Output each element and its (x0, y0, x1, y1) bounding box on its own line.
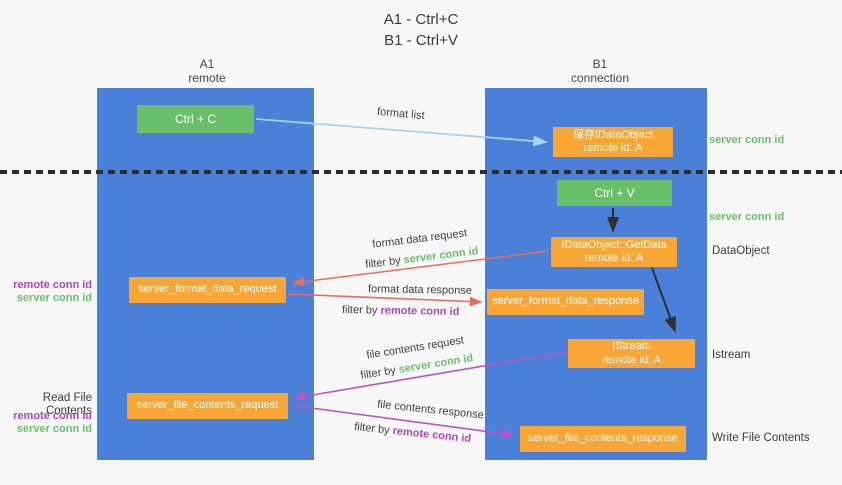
node-idataobject-getdata: IDataObject::GetData remote id: A (551, 237, 677, 267)
label-write-file-contents: Write File Contents (712, 432, 810, 444)
node-save-idataobject: 保存IDataObject remote id: A (553, 127, 673, 157)
label-conn-ids-left-1: remote conn id server conn id (4, 279, 92, 305)
label-remote-conn-id-left-1: remote conn id (13, 279, 92, 291)
getdata-line2: remote id: A (584, 252, 644, 264)
server-file-contents-response-label: server_file_contents_response (528, 432, 678, 445)
server-file-contents-request-label: server_file_contents_request (136, 399, 279, 412)
node-server-file-contents-request: server_file_contents_request (127, 393, 288, 419)
label-read-file-contents: Read File Contents (42, 392, 92, 417)
server-format-data-response-label: server_format_data_response (492, 295, 639, 308)
filter-value-server-conn-id: server conn id (402, 245, 480, 267)
label-server-conn-id-left-1: server conn id (16, 292, 92, 304)
label-dataobject: DataObject (712, 245, 770, 257)
column-b1-name: B1 (592, 57, 608, 71)
node-ctrl-v: Ctrl + V (557, 180, 672, 206)
diagram-title: A1 - Ctrl+C B1 - Ctrl+V (330, 9, 512, 51)
label-server-conn-id-right-2: server conn id (709, 211, 785, 223)
save-idataobject-line2: remote id: A (583, 142, 643, 154)
ctrl-v-label: Ctrl + V (594, 186, 635, 200)
filter-value-remote-conn-id: remote conn id (380, 304, 460, 319)
save-idataobject-line1: 保存IDataObject (572, 128, 654, 141)
server-format-data-request-label: server_format_data_request (138, 283, 277, 296)
istream-line2: remote id: A (602, 353, 661, 366)
column-a1-subtitle: remote (188, 71, 226, 85)
filter-value-server-conn-id: server conn id (397, 352, 474, 376)
label-file-contents-response: file contents response (376, 398, 485, 422)
node-server-format-data-request: server_format_data_request (129, 277, 286, 303)
label-format-list: format list (376, 105, 426, 123)
filter-prefix: filter by (359, 363, 400, 382)
istream-line1: IStream (612, 340, 651, 352)
ctrl-c-label: Ctrl + C (174, 112, 216, 126)
column-b1-header: B1 connection (540, 57, 660, 85)
node-ctrl-c: Ctrl + C (137, 105, 254, 133)
label-server-conn-id-left-2: server conn id (16, 423, 92, 435)
label-filter-by-remote-conn-id-2: filter by remote conn id (354, 421, 472, 445)
column-b1-subtitle: connection (570, 71, 630, 85)
label-server-conn-id-right-1: server conn id (709, 134, 785, 146)
column-a1-name: A1 (199, 57, 215, 71)
label-remote-conn-id-left-2: remote conn id (13, 410, 92, 422)
label-filter-by-remote-conn-id-1: filter by remote conn id (342, 304, 460, 318)
getdata-line1: IDataObject::GetData (561, 238, 667, 251)
node-server-format-data-response: server_format_data_response (487, 289, 644, 315)
title-line-2: B1 - Ctrl+V (384, 32, 458, 49)
label-format-data-response: format data response (367, 283, 473, 297)
node-istream: IStream remote id: A (568, 339, 695, 368)
filter-prefix: filter by (341, 303, 381, 317)
node-server-file-contents-response: server_file_contents_response (520, 426, 686, 452)
filter-value-remote-conn-id: remote conn id (391, 424, 472, 446)
title-line-1: A1 - Ctrl+C (383, 11, 459, 28)
label-conn-ids-left-2: remote conn id server conn id (4, 410, 92, 436)
session-divider-dotted-line (0, 170, 842, 174)
column-a1-header: A1 remote (147, 57, 267, 85)
label-istream-right: Istream (712, 349, 751, 361)
filter-prefix: filter by (353, 420, 394, 437)
filter-prefix: filter by (364, 254, 405, 271)
